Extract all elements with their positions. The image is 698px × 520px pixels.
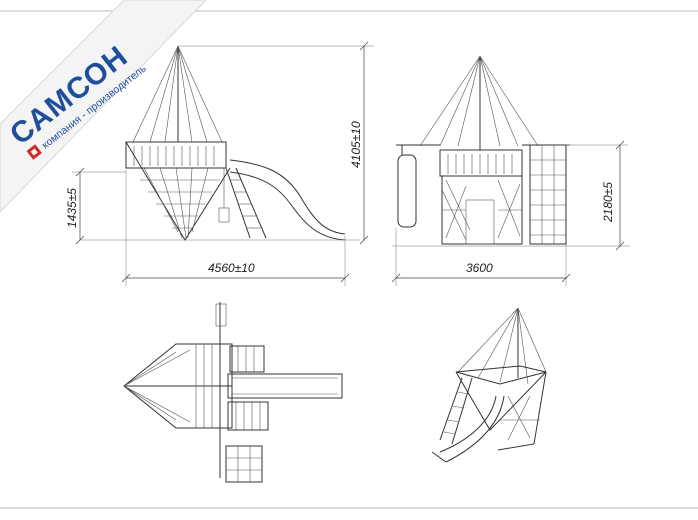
side-view: [72, 41, 374, 286]
dim-total-length: 4560±10: [208, 261, 255, 275]
front-view: [391, 55, 630, 286]
plan-view: [123, 302, 343, 483]
perspective-view: [431, 307, 547, 463]
dim-platform-height: 1435±5: [65, 188, 79, 228]
dim-front-width: 3600: [466, 261, 493, 275]
dim-total-height: 4105±10: [349, 121, 363, 168]
dim-front-height: 2180±5: [601, 182, 615, 223]
